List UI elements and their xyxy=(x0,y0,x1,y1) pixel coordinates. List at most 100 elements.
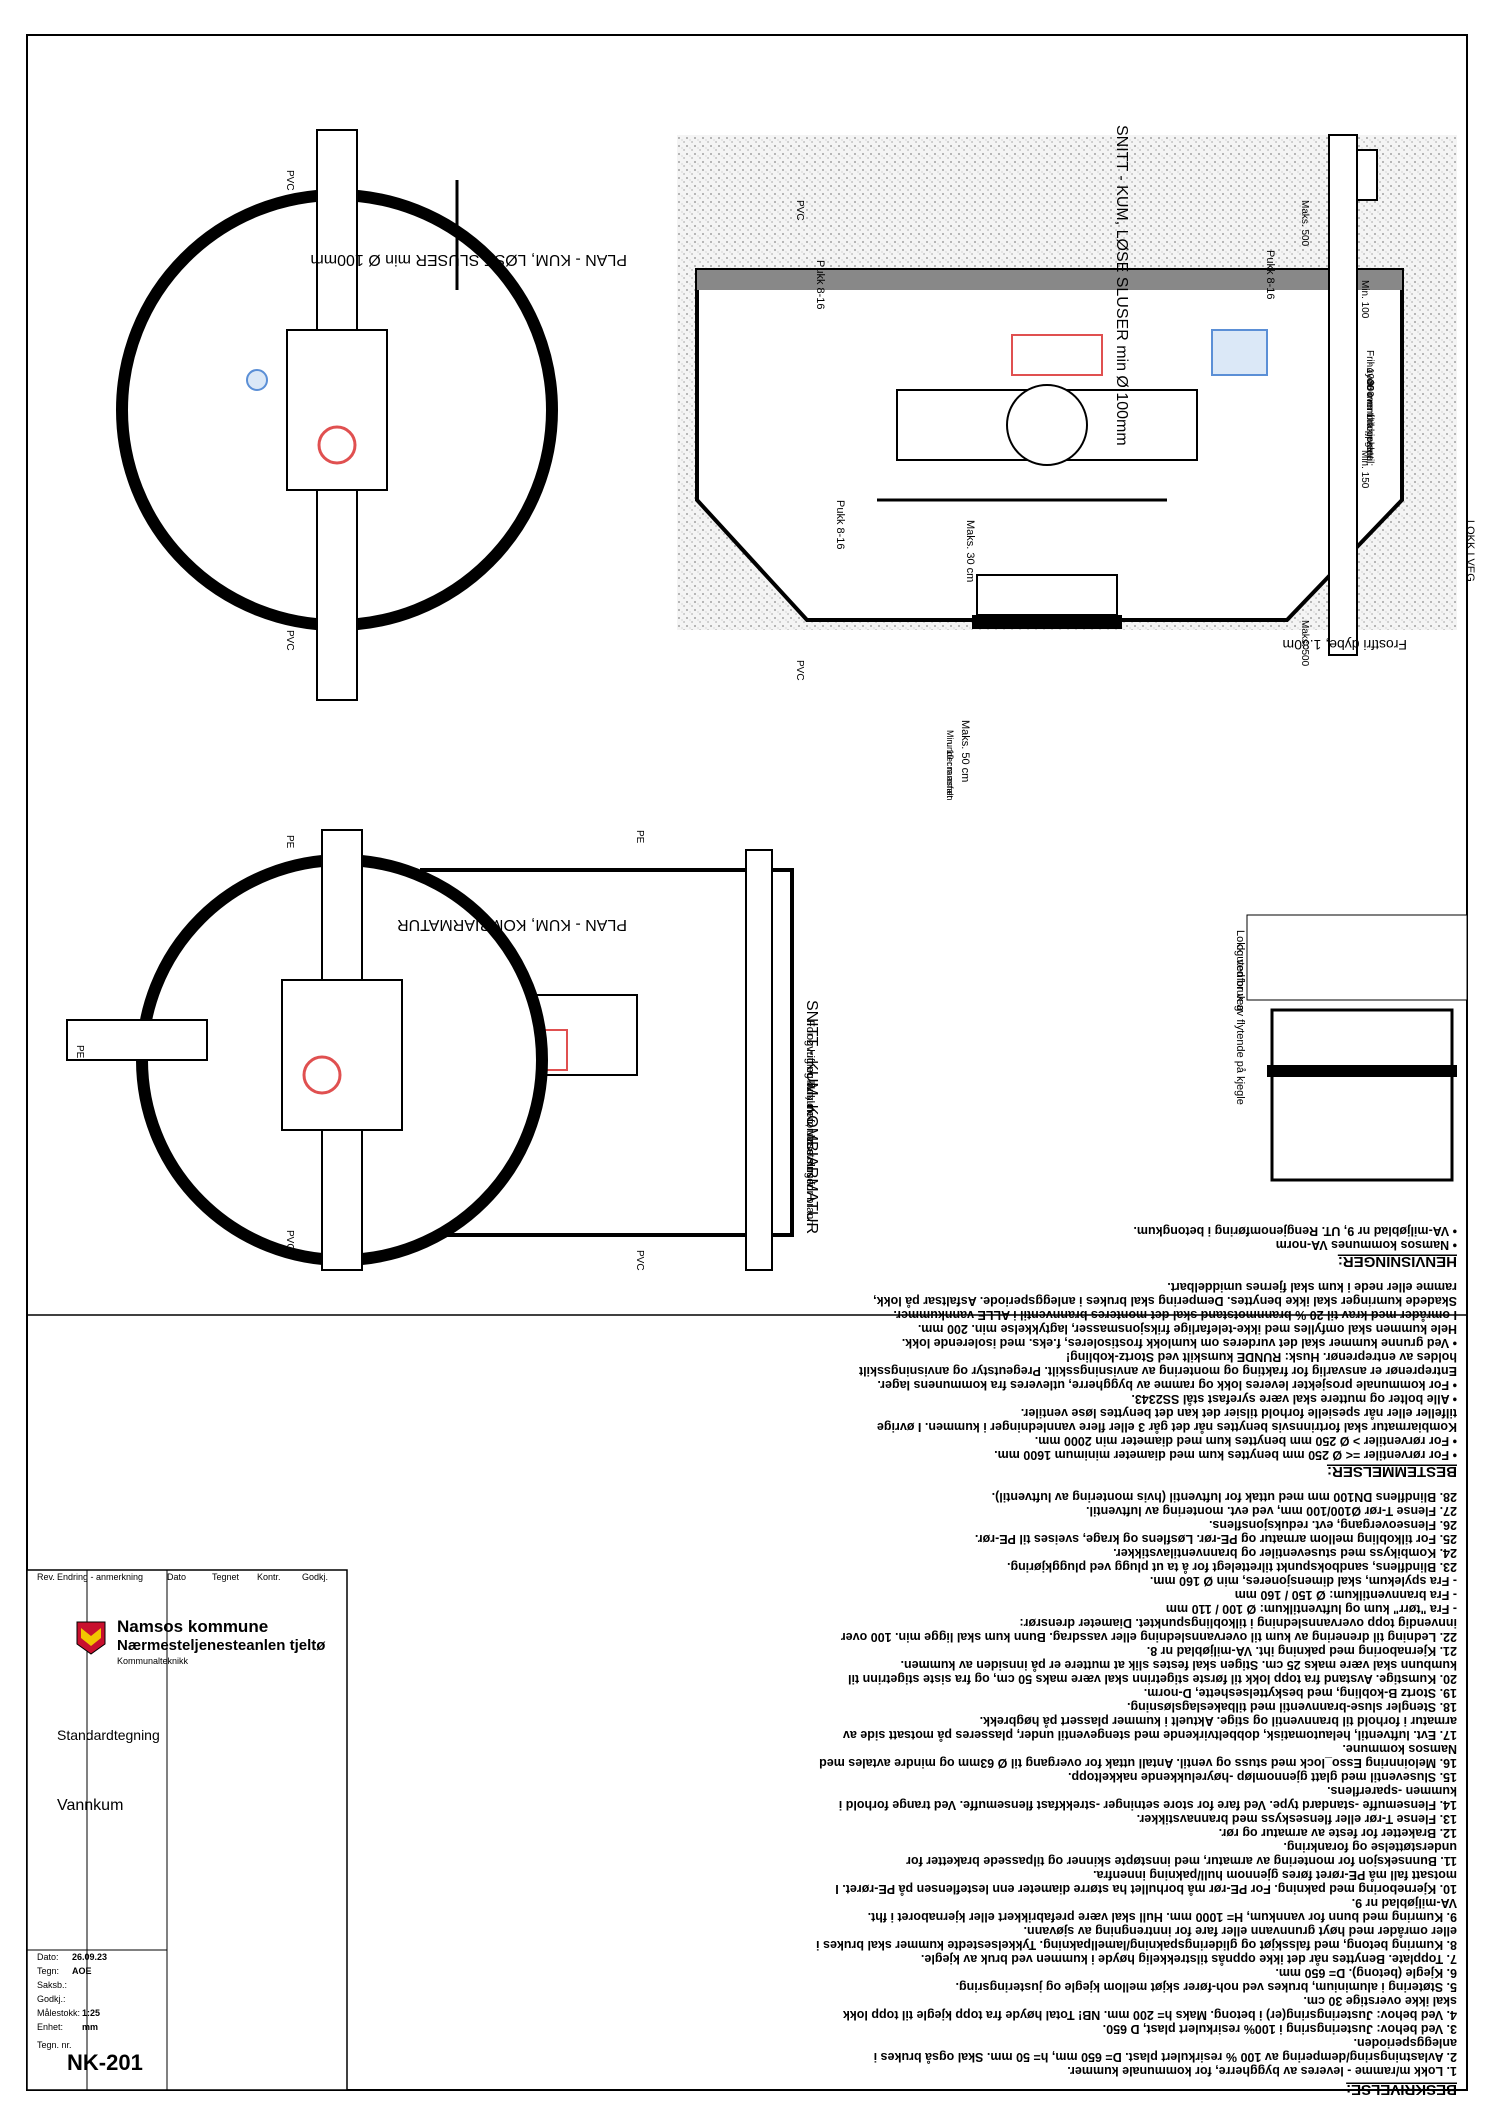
pe-label: PE xyxy=(634,830,645,844)
beskrivelse-item: 9. Kumring med bunn for vannkum, H= 1000… xyxy=(868,1910,1457,1924)
chamber-floor xyxy=(697,270,1402,290)
detail-road xyxy=(1246,914,1468,1001)
frihoyde-label: - 1000 mm til toppkote xyxy=(1364,362,1375,461)
beskrivelse-item: 11. Bunnseksjon for montering av armatur… xyxy=(906,1854,1457,1868)
beskrivelse-item: - Fra spylekum, skal dimensjoneres, min … xyxy=(1150,1574,1457,1588)
hydrant-coupling xyxy=(302,1055,342,1095)
bestemmelser-item: • For rørventiler =< Ø 250 mm benyttes k… xyxy=(994,1448,1457,1462)
pukk-label: Pukk 8-16 xyxy=(834,500,846,550)
tb-endring: Endring - anmerkning xyxy=(57,1572,143,1582)
bestemmelser-item: • For rørventiler > Ø 250 mm benyttes ku… xyxy=(1035,1434,1457,1448)
air-valve xyxy=(246,369,268,391)
detail-frame xyxy=(1270,1008,1454,1182)
beskrivelse-title: BESKRIVELSE: xyxy=(1346,2081,1457,2098)
tb-kontr: Kontr. xyxy=(257,1572,281,1582)
beskrivelse-item: 17. Evt. luftventil, helautomatisk, dobb… xyxy=(843,1728,1457,1742)
tb-tegnet: Tegnet xyxy=(212,1572,240,1582)
min150-label: Min. 150 xyxy=(1359,450,1370,489)
section-loose-valves: Frostfri dybe, 1.80m SNITT - KUM, LØSE S… xyxy=(677,125,1476,801)
beskrivelse-item: 4. Ved behov: Justeringsring(er) i beton… xyxy=(843,2008,1457,2022)
beskrivelse-item: innvendig topp overvannsledning i tilkob… xyxy=(1019,1616,1457,1630)
beskrivelse-item: 23. Blindflens, sandbokspunkt tilrettele… xyxy=(1007,1560,1457,1574)
title-block: Rev. Endring - anmerkning Dato Tegnet Ko… xyxy=(26,1569,348,2091)
detail-note: Lokk utenfor veg xyxy=(1234,930,1246,1011)
pe-branch xyxy=(66,1019,208,1061)
beskrivelse-item: 3. Ved behov: Justeringsring i 100% resi… xyxy=(1103,2022,1457,2036)
maks500-label: Maks. 500 xyxy=(1299,620,1310,667)
beskrivelse-item: 14. Flensemuffe -standard type. Ved fare… xyxy=(839,1798,1457,1812)
beskrivelse-item: 8. Kumring betong, med falsskjøt og glid… xyxy=(816,1938,1457,1952)
pvc-label: PVC xyxy=(284,1230,295,1251)
tb-saksb-label: Saksb.: xyxy=(37,1980,67,1990)
beskrivelse-item: 18. Stengler sluse-brannventil med tilba… xyxy=(1127,1700,1457,1714)
tb-org3: Kommunalteknikk xyxy=(117,1656,189,1666)
bestemmelser-item: ramme eller nede i kum skal fjernes umid… xyxy=(1167,1280,1457,1294)
beskrivelse-item: 16. Meloinnring Esso_lock med stuss og v… xyxy=(819,1756,1457,1770)
bestemmelser-item: tilfeller eller når spesielle forhold ti… xyxy=(1021,1406,1457,1420)
tb-name: Vannkum xyxy=(57,1797,123,1814)
beskrivelse-item: 10. Kjerneboring med pakning. For PE-rør… xyxy=(835,1882,1457,1896)
title-block-frame xyxy=(26,1569,348,2091)
detail-lid-plate xyxy=(1267,1065,1457,1077)
tb-names: Standardtegning Vannkum xyxy=(57,1727,160,1814)
notes-block: BESKRIVELSE: 1. Lokk m/ramme - leveres a… xyxy=(816,1224,1457,2098)
plan-loose-valves: PLAN - KUM, LØSE SLUSER min Ø 100mm PVC … xyxy=(116,129,627,701)
bestemmelser-item: • Ved grunne kummer skal det vurderes om… xyxy=(902,1336,1457,1350)
tb-tegnnr-label: Tegn. nr. xyxy=(37,2040,72,2050)
tb-dato: Dato xyxy=(167,1572,186,1582)
tb-enhet-value: mm xyxy=(82,2022,98,2032)
tb-org2: Nærmesteljenesteanlen tjeltø xyxy=(117,1637,326,1654)
tb-details: Dato: 26.09.23 Tegn: AOE Saksb.: Godkj.:… xyxy=(37,1952,143,2075)
beskrivelse-item: 13. Flense T-rør eller flenseskyss med b… xyxy=(1137,1812,1457,1826)
maks500-label: Maks. 500 xyxy=(1299,200,1310,247)
tb-malestokk-value: 1:25 xyxy=(82,2008,100,2018)
beskrivelse-item: - Fra brannventilkum: Ø 150 / 160 mm xyxy=(1235,1588,1457,1602)
tb-org1: Namsos kommune xyxy=(117,1617,268,1636)
beskrivelse-item: VA-miljøblad nr 9. xyxy=(1352,1896,1457,1910)
pvc-label: PVC xyxy=(794,200,805,221)
shaft xyxy=(976,574,1118,616)
beskrivelse-item: - Fra "tørr" kum og luftventilkum: Ø 100… xyxy=(1166,1602,1457,1616)
plan-kombi-title: PLAN - KUM, KOMBIARMATUR xyxy=(397,916,627,933)
bestemmelser-item: • Alle bolter og muttere skal være syref… xyxy=(1131,1392,1457,1406)
bestemmelser-item: Entreprenør er ansvarlig for frakting og… xyxy=(858,1364,1457,1378)
frihoyde-label: - 800 mm til kjegle xyxy=(1364,374,1375,456)
detail-note: og ved bruk av flytende på kjegle xyxy=(1234,944,1246,1105)
bestemmelser-item: Skadede kumringer skal ikke benyttes. De… xyxy=(873,1294,1457,1308)
beskrivelse-item: 20. Kumstige. Avstand fra topp lokk til … xyxy=(848,1672,1457,1686)
bestemmelser-title: BESTEMMELSER: xyxy=(1327,1463,1457,1480)
tb-godkj: Godkj. xyxy=(302,1572,328,1582)
tb-dato-label: Dato: xyxy=(37,1952,59,1962)
henvisninger-item: • Namsos kommunes VA-norm xyxy=(1276,1238,1457,1252)
snitt-kombi-note: For øvrig er kumlelen, utrustning for br… xyxy=(804,1020,816,1225)
beskrivelse-list: 1. Lokk m/ramme - leveres av byggherre, … xyxy=(816,1224,1457,2078)
beskrivelse-item: armatur i forhold til brannventil og sti… xyxy=(980,1714,1457,1728)
henvisninger-title: HENVISNINGER: xyxy=(1338,1253,1457,1270)
beskrivelse-item: 26. Flenseovergang, evt. reduksjonsflens… xyxy=(1209,1518,1457,1532)
beskrivelse-item: eller områder med høyt grunnvann eller f… xyxy=(1024,1924,1457,1938)
beskrivelse-item: skal ikke overstige 30 cm. xyxy=(1303,1994,1457,2008)
beskrivelse-item: 7. Topplate. Benyttes når det ikke oppnå… xyxy=(921,1952,1457,1966)
pvc-label: PVC xyxy=(794,660,805,681)
hydrant-coupling xyxy=(317,425,357,465)
tb-dato-value: 26.09.23 xyxy=(72,1952,107,1962)
min100-label: Min. 100 xyxy=(1359,280,1370,319)
beskrivelse-item: 28. Blindflens DN100 mm med uttak for lu… xyxy=(992,1490,1457,1504)
tb-column-dates: Dato Tegnet Kontr. Godkj. xyxy=(167,1572,328,1582)
snitt-losse-title: SNITT - KUM, LØSE SLUSER min Ø 100mm xyxy=(1113,125,1130,446)
pe-label: PE xyxy=(284,835,295,849)
tb-tegn-value: AOE xyxy=(72,1966,92,1976)
beskrivelse-item: kumbunn skal være maks 25 cm. Stigen ska… xyxy=(901,1658,1457,1672)
tb-column-rev: Rev. Endring - anmerkning xyxy=(37,1572,143,1582)
municipality-logo xyxy=(81,1628,101,1646)
sheet-frame xyxy=(26,34,1468,2091)
tb-tegnnr-value: NK-201 xyxy=(67,2050,143,2075)
pvc-label: PVC xyxy=(634,1250,645,1271)
maks30-label: Maks. 30 cm xyxy=(964,520,976,582)
air-valve xyxy=(1211,329,1268,376)
pe-label: PE xyxy=(74,1045,85,1059)
tb-enhet-label: Enhet: xyxy=(37,2022,63,2032)
beskrivelse-item: 12. Braketter for feste av armatur og rø… xyxy=(1219,1826,1457,1840)
